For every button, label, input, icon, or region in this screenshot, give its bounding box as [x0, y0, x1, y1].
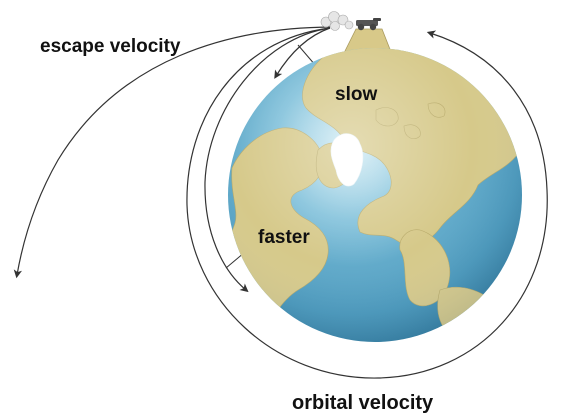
- escape-velocity-path: [13, 26, 331, 279]
- orbital-velocity-label: orbital velocity: [292, 392, 434, 414]
- cannon-icon: [356, 18, 381, 31]
- slow-label: slow: [335, 84, 378, 105]
- escape-velocity-label: escape velocity: [40, 36, 181, 57]
- smoke-puff-icon: [320, 11, 354, 31]
- faster-label: faster: [258, 227, 310, 248]
- short-fall-path: [274, 27, 331, 79]
- orbital-velocity-path: [186, 27, 548, 379]
- faster-fall-path: [204, 27, 331, 293]
